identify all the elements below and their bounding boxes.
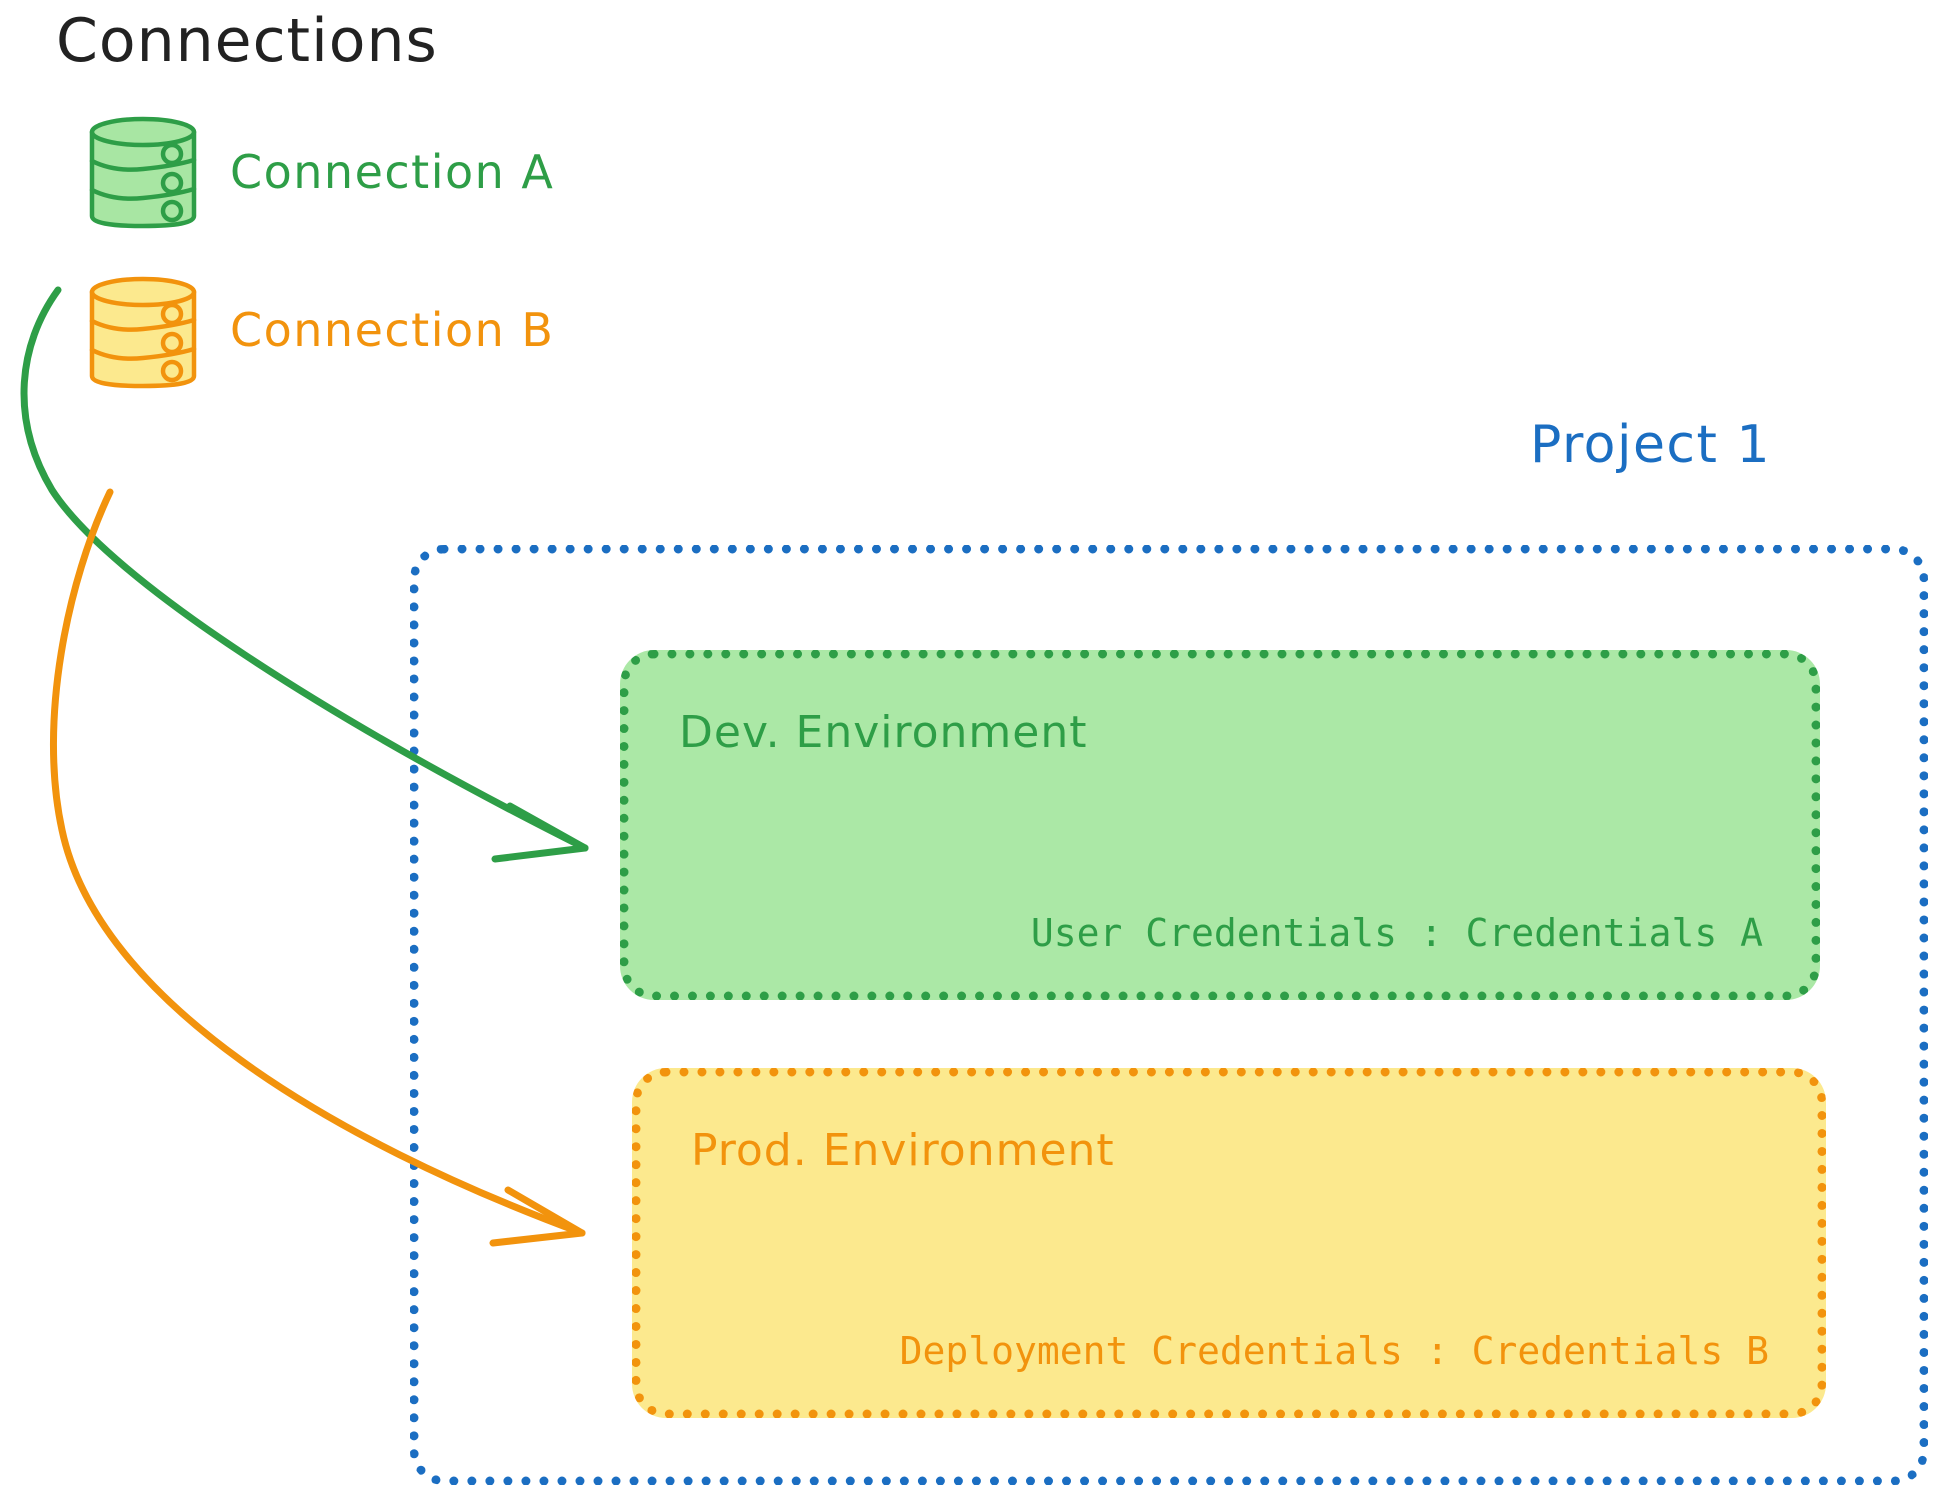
connection-b-label: Connection B — [230, 303, 555, 357]
project-title: Project 1 — [1530, 415, 1772, 475]
database-cylinder-icon — [84, 272, 202, 392]
database-cylinder-icon — [84, 112, 202, 232]
dev-environment-title: Dev. Environment — [679, 707, 1088, 758]
prod-environment-box: Prod. Environment Deployment Credentials… — [632, 1068, 1826, 1418]
connection-a-label: Connection A — [230, 145, 555, 199]
dev-environment-box: Dev. Environment User Credentials : Cred… — [620, 650, 1820, 1000]
prod-environment-credentials: Deployment Credentials : Credentials B — [899, 1329, 1769, 1373]
page-title: Connections — [56, 6, 438, 76]
prod-environment-title: Prod. Environment — [691, 1125, 1115, 1176]
dev-environment-credentials: User Credentials : Credentials A — [1030, 911, 1763, 955]
